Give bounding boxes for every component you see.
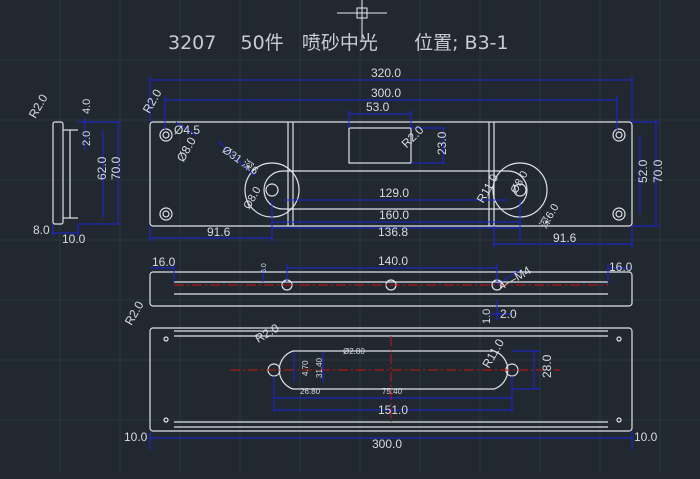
part-number: 3207 — [168, 32, 217, 54]
thread-label: 4—M4 — [496, 263, 534, 293]
top-view: 320.0 300.0 53.0 23.0 R2.0 R2.0 Ø4.5 Ø8.… — [140, 66, 665, 248]
bottom-dim-d-label: 26.80 — [300, 387, 321, 396]
location-label: 位置; B3-1 — [414, 32, 509, 54]
bottom-view: R2.0 R11.0 4.70 31.40 Ø2.80 26.80 75.40 … — [124, 321, 658, 451]
height-inner-label: 52.0 — [636, 159, 650, 183]
edge-right-margin-label: 16.0 — [609, 260, 633, 274]
bottom-right-margin-label: 10.0 — [634, 430, 658, 444]
bottom-overall-width-label: 300.0 — [372, 437, 402, 451]
edge-depth-b-label: 2.0 — [500, 307, 517, 321]
bottom-slot-radius-left-label: R2.0 — [252, 321, 281, 346]
top-view-dimensions — [149, 76, 660, 248]
side-view: R2.0 4.0 2.0 62.0 70.0 8.0 10.0 — [26, 91, 123, 246]
edge-view-dimensions — [150, 264, 632, 320]
left-offset-label: 91.6 — [207, 225, 231, 239]
window-width-label: 53.0 — [366, 100, 390, 114]
slot-pitch-label: 160.0 — [379, 208, 409, 222]
side-thickness-label: 10.0 — [62, 232, 86, 246]
bottom-slot-length-label: 151.0 — [378, 403, 408, 417]
crosshair-cursor — [337, 0, 387, 42]
edge-small-offset-label: 5.0 — [261, 263, 268, 273]
edge-corner-radius-label: R2.0 — [122, 298, 147, 327]
bottom-view-dimensions — [149, 350, 633, 450]
side-step-width-label: 4.0 — [81, 99, 93, 114]
bottom-slot-radius-right-label: R11.0 — [479, 336, 507, 370]
edge-view-outline — [149, 271, 633, 307]
bottom-view-centerline — [230, 336, 560, 422]
center-span-label: 136.8 — [378, 225, 408, 239]
top-view-outline — [149, 121, 633, 227]
quantity-label: 50件 — [240, 32, 284, 54]
bottom-dim-b-label: 31.40 — [315, 357, 324, 378]
side-inner-height-label: 62.0 — [95, 156, 109, 180]
small-hole-label: Ø4.5 — [174, 123, 200, 137]
top-overall-width-label: 320.0 — [371, 66, 401, 80]
window-radius-label: R2.0 — [399, 123, 427, 151]
window-height-label: 23.0 — [435, 131, 449, 155]
slot-length-label: 129.0 — [379, 186, 409, 200]
right-offset-label: 91.6 — [553, 231, 577, 245]
side-step-depth-label: 2.0 — [81, 131, 93, 146]
top-inner-width-label: 300.0 — [371, 86, 401, 100]
bottom-dim-c-label: Ø2.80 — [343, 347, 365, 356]
small-hole-cb-label: Ø8.0 — [174, 134, 199, 164]
bottom-slot-height-label: 28.0 — [540, 354, 554, 378]
bottom-dim-e-label: 75.40 — [382, 387, 403, 396]
side-view-outline — [52, 121, 78, 225]
height-outer-label: 70.0 — [651, 159, 665, 183]
hole-pitch-label: 140.0 — [378, 254, 408, 268]
bottom-left-margin-label: 10.0 — [124, 430, 148, 444]
finish-label: 喷砂中光 — [301, 32, 378, 54]
side-bottom-offset-label: 8.0 — [33, 223, 50, 237]
side-view-dimensions — [52, 118, 120, 236]
top-corner-radius-label: R2.0 — [140, 86, 165, 115]
side-outer-height-label: 70.0 — [109, 156, 123, 180]
edge-left-margin-label: 16.0 — [152, 255, 176, 269]
side-radius-label: R2.0 — [26, 91, 51, 120]
bottom-dim-a-label: 4.70 — [301, 360, 310, 376]
edge-view: 16.0 140.0 4—M4 16.0 5.0 R2.0 1.0 2.0 — [122, 254, 633, 328]
edge-depth-a-label: 1.0 — [481, 309, 493, 324]
drawing-header: 3207 50件 喷砂中光 位置; B3-1 — [168, 28, 509, 55]
